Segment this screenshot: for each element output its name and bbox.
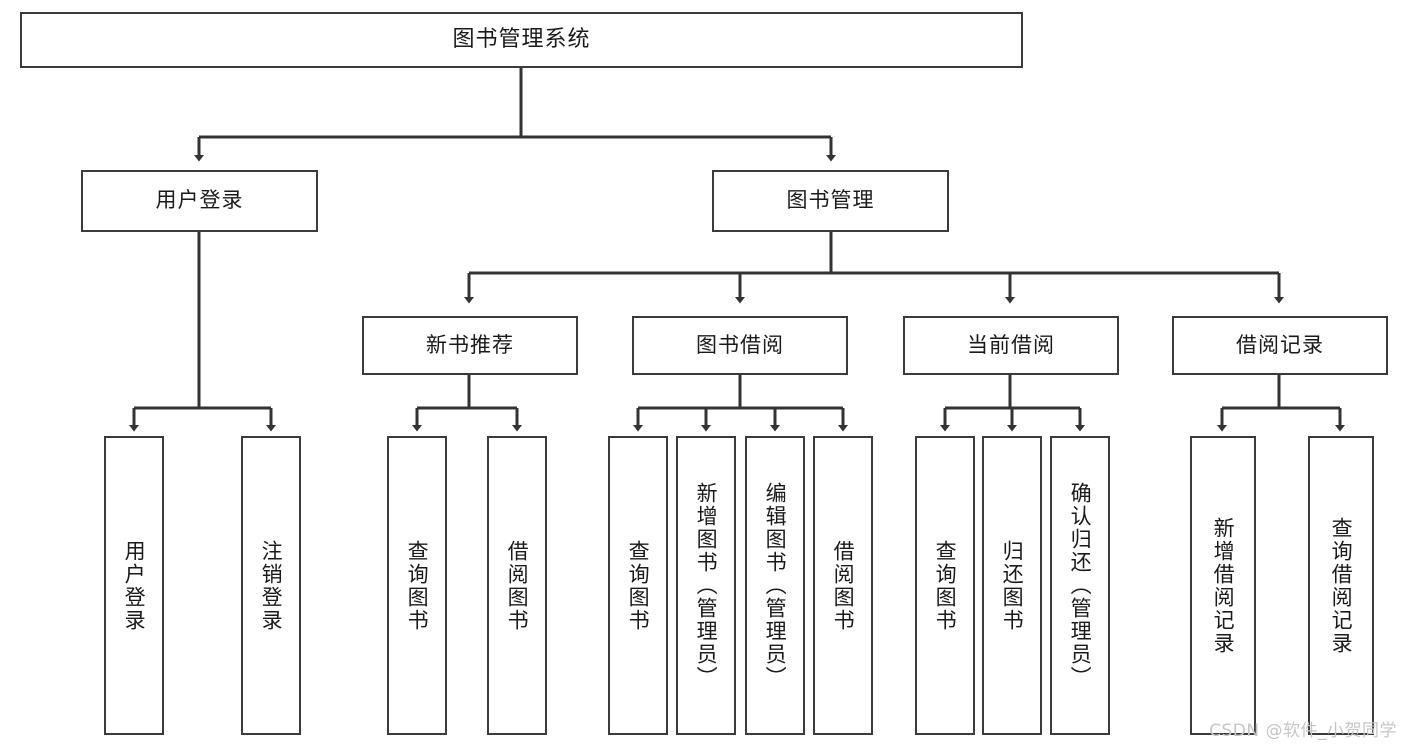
node-leaf-logout-login[interactable]: 注销登录 [241,436,301,735]
node-leaf-add-record[interactable]: 新增借阅记录 [1190,436,1256,735]
node-current-borrow-label: 当前借阅 [967,332,1055,357]
node-user-login[interactable]: 用户登录 [81,170,318,232]
node-leaf-borrow-book-1[interactable]: 借阅图书 [487,436,547,735]
node-root-label: 图书管理系统 [452,26,591,52]
node-book-management-label: 图书管理 [786,188,875,213]
node-leaf-query-book-2[interactable]: 查询图书 [608,436,668,735]
node-book-borrow[interactable]: 图书借阅 [632,316,848,375]
node-leaf-confirm-return[interactable]: 确认归还（管理员） [1050,436,1110,735]
node-user-login-label: 用户登录 [155,188,244,213]
node-leaf-add-book-label: 新增图书（管理员） [694,482,719,689]
node-new-book-recommend-label: 新书推荐 [426,332,514,357]
node-leaf-user-login-label: 用户登录 [122,539,147,632]
node-leaf-return-book[interactable]: 归还图书 [982,436,1042,735]
node-new-book-recommend[interactable]: 新书推荐 [362,316,578,375]
node-leaf-query-book-3-label: 查询图书 [933,539,958,632]
node-leaf-query-record-label: 查询借阅记录 [1329,516,1354,655]
node-leaf-query-book-1[interactable]: 查询图书 [387,436,447,735]
node-leaf-query-book-3[interactable]: 查询图书 [915,436,975,735]
node-leaf-add-book[interactable]: 新增图书（管理员） [676,436,736,735]
node-leaf-user-login[interactable]: 用户登录 [104,436,164,735]
node-book-borrow-label: 图书借阅 [696,332,784,357]
node-leaf-query-book-2-label: 查询图书 [626,539,651,632]
node-leaf-logout-login-label: 注销登录 [259,539,284,632]
node-leaf-borrow-book-2-label: 借阅图书 [831,539,856,632]
node-current-borrow[interactable]: 当前借阅 [903,316,1119,375]
node-borrow-record[interactable]: 借阅记录 [1172,316,1388,375]
node-book-management[interactable]: 图书管理 [712,170,949,232]
node-leaf-confirm-return-label: 确认归还（管理员） [1068,482,1093,689]
node-borrow-record-label: 借阅记录 [1236,332,1324,357]
node-leaf-query-book-1-label: 查询图书 [405,539,430,632]
node-leaf-borrow-book-1-label: 借阅图书 [505,539,530,632]
node-leaf-add-record-label: 新增借阅记录 [1211,516,1236,655]
node-leaf-query-record[interactable]: 查询借阅记录 [1308,436,1374,735]
node-leaf-edit-book-label: 编辑图书（管理员） [763,482,788,689]
node-leaf-return-book-label: 归还图书 [1000,539,1025,632]
node-leaf-borrow-book-2[interactable]: 借阅图书 [813,436,873,735]
node-root[interactable]: 图书管理系统 [20,12,1023,68]
node-leaf-edit-book[interactable]: 编辑图书（管理员） [745,436,805,735]
